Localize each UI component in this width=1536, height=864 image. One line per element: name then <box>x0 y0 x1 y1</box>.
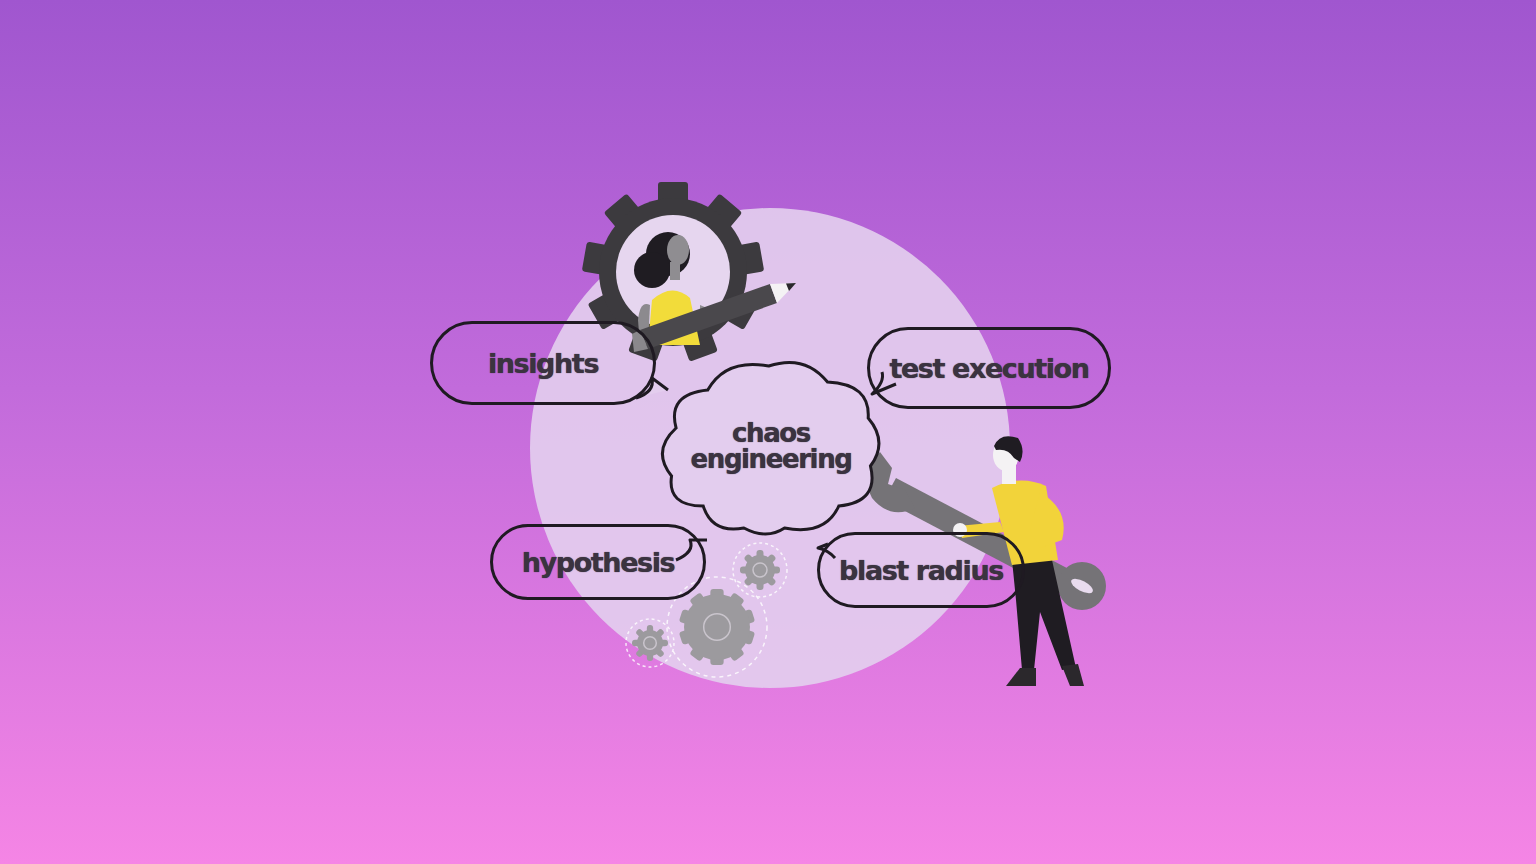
speech-bubble: test execution <box>867 327 1110 409</box>
wrench-part <box>1069 576 1095 596</box>
man-figure-part <box>1062 664 1084 686</box>
bubble-tails-part <box>818 544 835 558</box>
pencil <box>632 283 796 352</box>
wrench-part <box>1058 562 1106 610</box>
cloud-label: chaos engineering <box>683 420 859 472</box>
bubble-tails-part <box>676 540 707 560</box>
speech-bubble: blast radius <box>817 532 1025 608</box>
small-gears-part-part <box>637 630 663 656</box>
pencil-part <box>770 283 796 303</box>
pencil-part <box>786 283 796 291</box>
bubble-label: test execution <box>889 355 1088 382</box>
small-gears-part-part <box>684 594 750 660</box>
woman-figure-part <box>670 262 680 280</box>
cloud-path <box>662 362 879 534</box>
speech-bubble: hypothesis <box>490 524 706 600</box>
small-gears-part <box>733 543 787 597</box>
small-gears-part-part <box>644 637 657 650</box>
small-gears-part-part <box>753 563 767 577</box>
cloud-node: chaos engineering <box>658 356 884 536</box>
bubble-tails-part <box>636 378 668 398</box>
man-figure-part <box>1006 668 1036 686</box>
small-gears-part <box>667 577 767 677</box>
man-figure-part <box>1030 492 1064 548</box>
small-gears-part-part <box>704 614 731 641</box>
pencil-part <box>640 284 777 349</box>
small-gears-part-part <box>745 555 775 585</box>
small-gears-part <box>626 619 674 667</box>
speech-bubble: insights <box>430 321 656 405</box>
woman-figure-part <box>634 252 670 288</box>
man-figure-part <box>994 436 1023 462</box>
bubble-label: blast radius <box>839 557 1003 584</box>
woman-figure-part <box>667 235 689 265</box>
pencil-part <box>632 330 648 352</box>
wrench <box>867 452 1106 610</box>
bubble-label: insights <box>488 350 598 377</box>
man-figure-part <box>1012 560 1076 670</box>
bubble-label: hypothesis <box>522 549 675 576</box>
